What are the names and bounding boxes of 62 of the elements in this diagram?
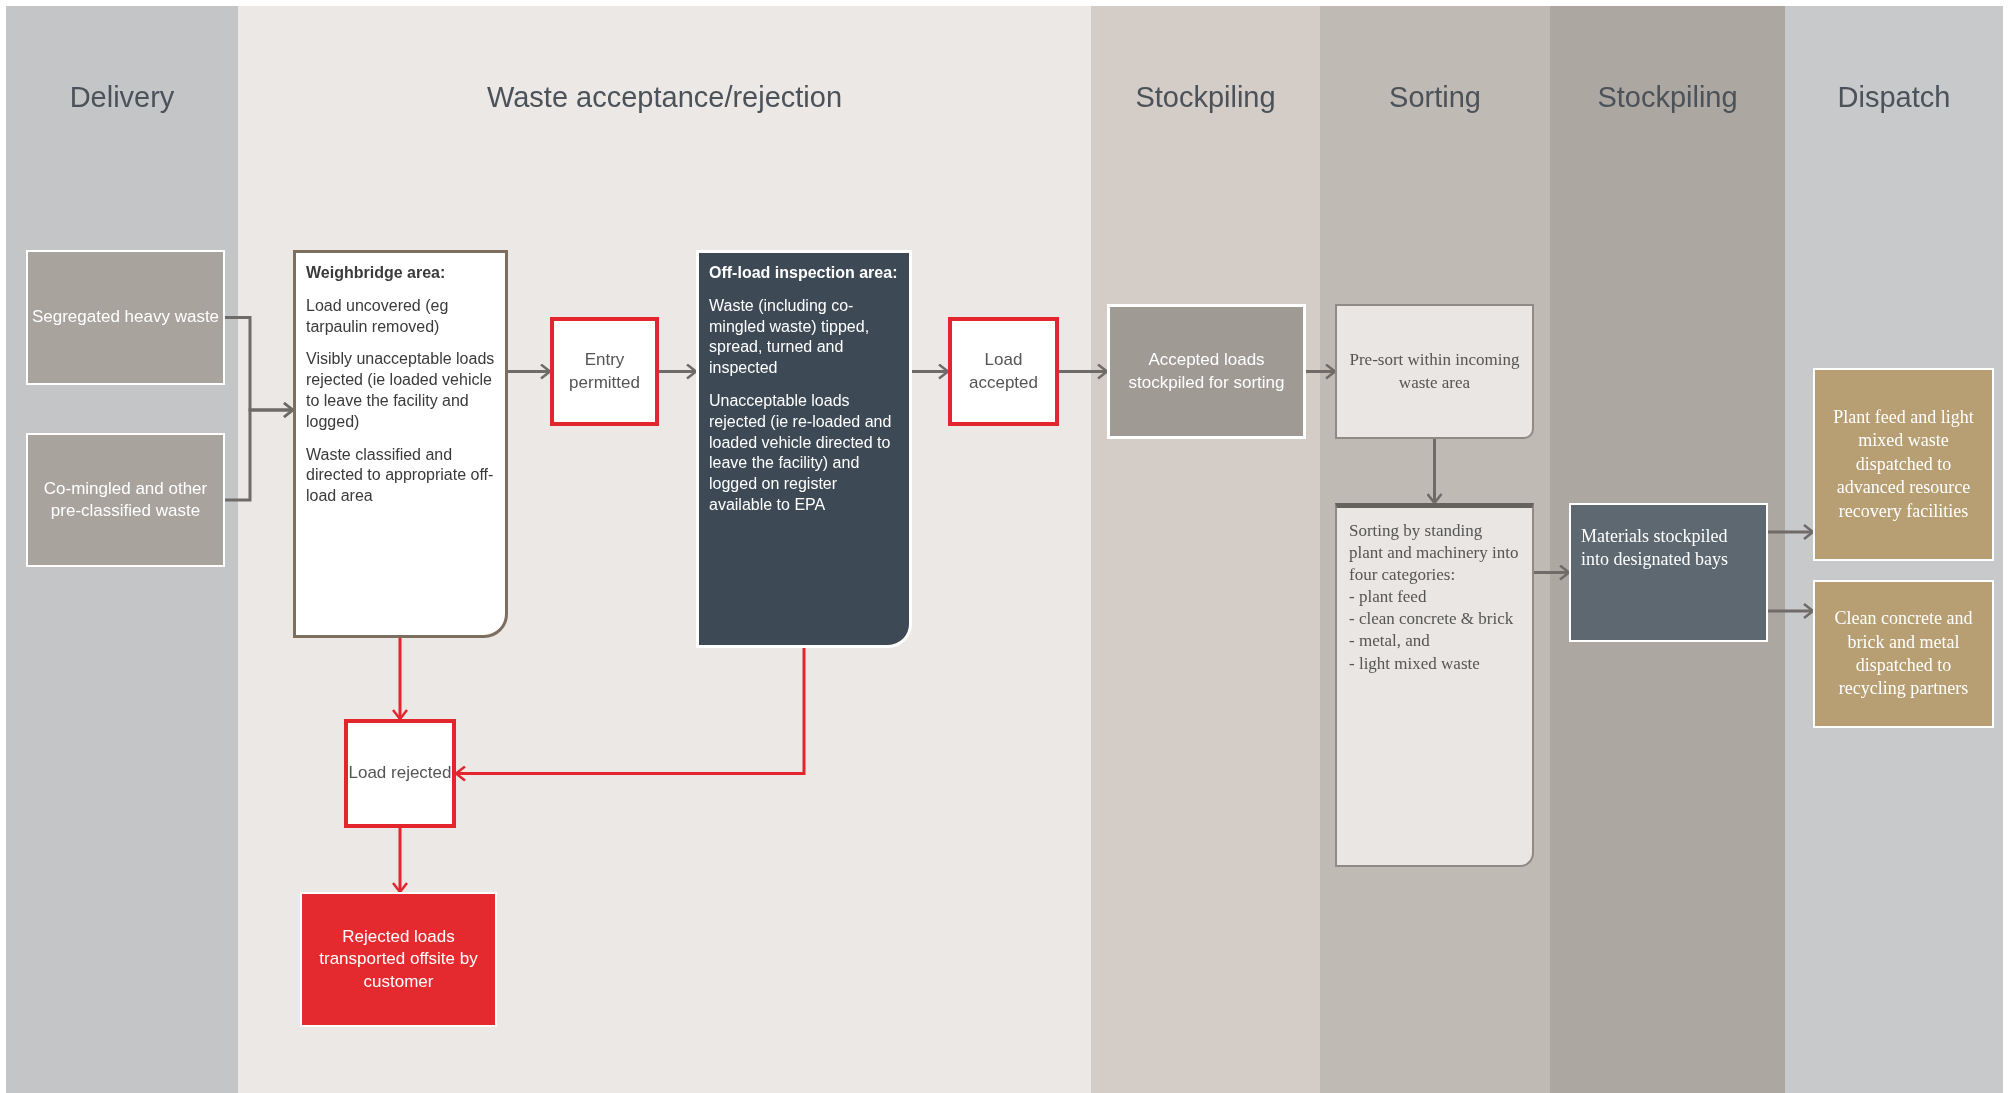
lane-header: Stockpiling <box>1135 80 1276 115</box>
status-box <box>344 719 456 828</box>
box-text: - metal, and <box>1349 630 1431 653</box>
lane-header: Delivery <box>69 80 175 115</box>
swimlane <box>1550 6 1785 1093</box>
process-box <box>1335 503 1534 867</box>
box-text: Entry permitted <box>568 349 641 394</box>
box-text: Load uncovered (eg tarpaulin removed) <box>306 295 450 337</box>
process-box <box>26 433 225 567</box>
box-text: Waste classified and directed to appropriate off-load area <box>306 444 495 507</box>
connector-arrow <box>391 828 409 894</box>
box-text: Load accepted <box>968 349 1039 394</box>
box-heading: Weighbridge area: <box>306 263 447 283</box>
connector-arrow <box>391 638 409 721</box>
connector-arrow <box>1306 363 1337 380</box>
box-text: Pre-sort within incoming waste area <box>1349 349 1520 394</box>
status-box <box>550 317 659 426</box>
process-box <box>1107 304 1306 439</box>
process-box <box>293 250 508 638</box>
process-box <box>300 892 497 1027</box>
lane-header: Stockpiling <box>1597 80 1738 115</box>
process-box <box>696 250 912 648</box>
connector-arrow <box>454 648 806 782</box>
connector-arrow <box>1534 564 1571 581</box>
box-text: Unacceptable loads rejected (ie re-loaded and loaded vehicle directed to leave the facility) and logged on register available to EPA <box>709 391 893 515</box>
connector-arrow <box>1768 602 1815 620</box>
swimlane <box>238 6 1091 1093</box>
process-box <box>1569 503 1768 642</box>
process-box <box>1335 304 1534 439</box>
process-box <box>1813 368 1994 561</box>
process-box <box>1813 580 1994 728</box>
lane-header: Waste acceptance/rejection <box>486 80 843 115</box>
swimlane <box>1320 6 1550 1093</box>
swimlane <box>6 6 238 1093</box>
box-text: Load rejected <box>348 762 452 785</box>
box-text: Waste (including co-mingled waste) tipped, spread, turned and inspected <box>709 295 871 379</box>
box-text: - light mixed waste <box>1349 652 1481 675</box>
lane-header: Sorting <box>1389 80 1481 115</box>
box-text: Visibly unacceptable loads rejected (ie loaded vehicle to leave the facility and logged) <box>306 349 495 432</box>
connector-arrow <box>1768 523 1815 541</box>
box-text: Rejected loads transported offsite by customer <box>318 926 479 993</box>
box-text: Materials stockpiled into designated bays <box>1581 525 1729 572</box>
box-text: - clean concrete & brick <box>1349 608 1515 631</box>
connector-arrow <box>508 363 552 380</box>
swimlane <box>1785 6 2003 1093</box>
connector-arrow <box>225 401 295 502</box>
connector-arrow <box>1426 439 1443 505</box>
box-text: Clean concrete and brick and metal dispatched to recycling partners <box>1833 607 1974 701</box>
connector-arrow <box>1059 363 1109 380</box>
lane-header: Dispatch <box>1837 80 1951 115</box>
status-box <box>948 317 1059 426</box>
box-text: Sorting by standing plant and machinery into four categories: <box>1349 520 1520 587</box>
box-heading: Off-load inspection area: <box>709 263 899 283</box>
process-box <box>26 250 225 385</box>
swimlane <box>1091 6 1320 1093</box>
box-text: Accepted loads stockpiled for sorting <box>1127 349 1286 394</box>
connector-arrow <box>912 363 950 380</box>
box-text: Plant feed and light mixed waste dispatched to advanced resource recovery facilities <box>1832 406 1975 523</box>
box-text: Co-mingled and other pre-classified waste <box>42 477 209 522</box>
connector-arrow <box>659 363 698 380</box>
box-text: Segregated heavy waste <box>31 306 220 329</box>
box-text: - plant feed <box>1349 586 1428 609</box>
